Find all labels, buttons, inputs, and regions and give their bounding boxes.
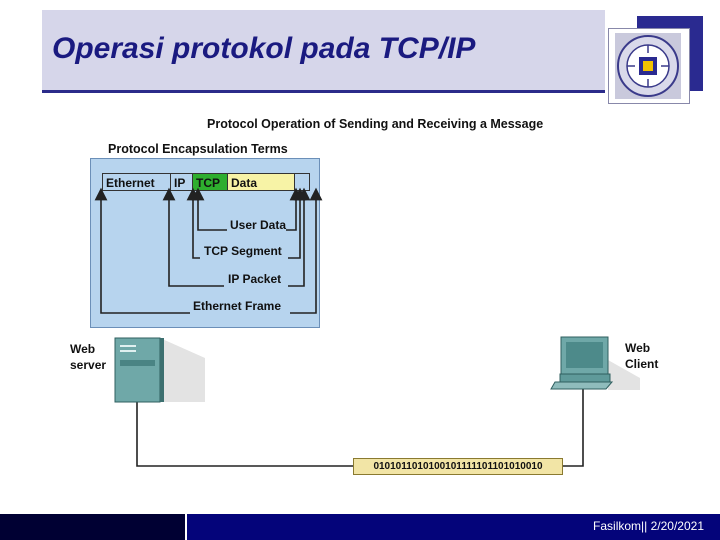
binary-stream: 0101011010100101111101101010010 bbox=[353, 458, 563, 475]
web-server-label: Web server bbox=[70, 342, 107, 372]
segment-ip: IP bbox=[170, 173, 193, 191]
footer-left-block bbox=[0, 514, 187, 540]
logo bbox=[608, 28, 690, 104]
term-user-data: User Data bbox=[230, 218, 287, 232]
term-ethernet-frame: Ethernet Frame bbox=[193, 299, 282, 313]
university-seal-icon bbox=[615, 33, 681, 99]
web-client-label: Web Client bbox=[625, 341, 659, 371]
ethernet-frame-bracket bbox=[94, 187, 323, 314]
segment-data: Data bbox=[227, 173, 295, 191]
title-bar: Operasi protokol pada TCP/IP bbox=[42, 10, 605, 93]
term-tcp-segment: TCP Segment bbox=[204, 244, 282, 258]
slide-title: Operasi protokol pada TCP/IP bbox=[52, 32, 476, 65]
ip-packet-bracket bbox=[162, 187, 311, 287]
tcp-segment-bracket bbox=[186, 187, 307, 259]
footer-text: Fasilkom|| 2/20/2021 bbox=[593, 519, 704, 533]
footer-bar: Fasilkom|| 2/20/2021 bbox=[0, 514, 720, 540]
network-cable bbox=[136, 387, 584, 467]
encapsulation-panel: Protocol Encapsulation Terms Ethernet IP… bbox=[90, 142, 320, 328]
desktop-computer-icon bbox=[550, 336, 640, 390]
diagram-title: Protocol Operation of Sending and Receiv… bbox=[207, 117, 544, 131]
panel-title: Protocol Encapsulation Terms bbox=[108, 142, 288, 156]
segment-ethernet: Ethernet bbox=[102, 173, 171, 191]
seal-graphic bbox=[617, 35, 679, 97]
segment-tcp: TCP bbox=[192, 173, 228, 191]
server-tower-icon bbox=[114, 337, 205, 403]
user-data-bracket bbox=[191, 187, 303, 231]
term-ip-packet: IP Packet bbox=[228, 272, 282, 286]
